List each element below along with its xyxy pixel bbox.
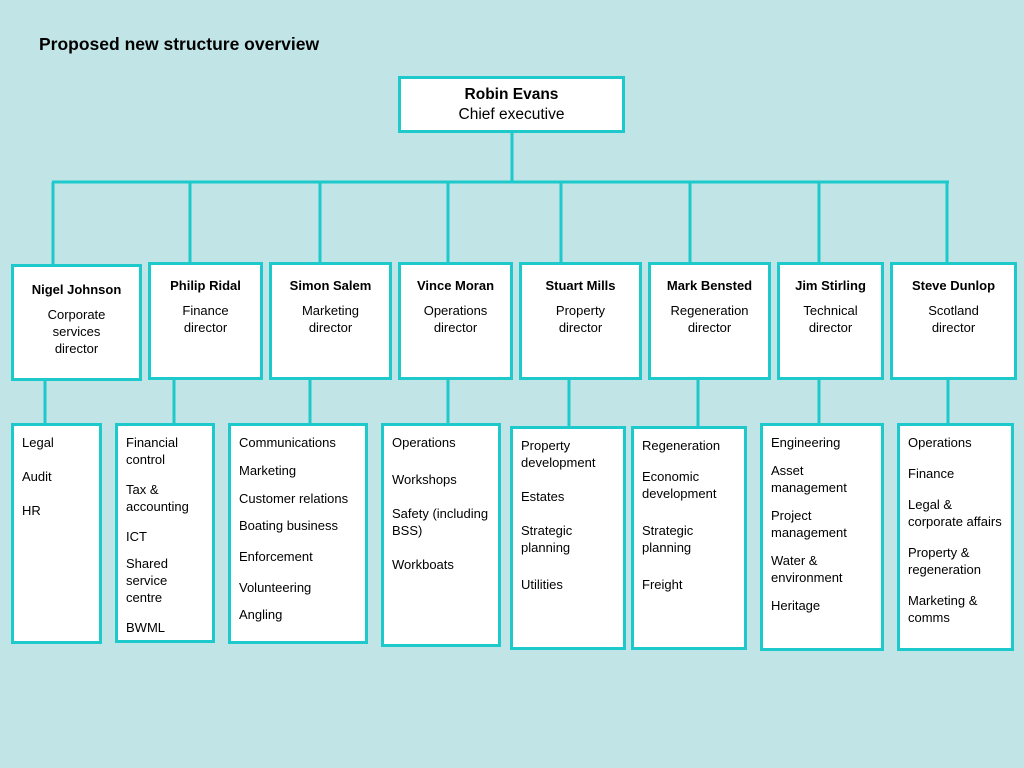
department-item: Utilities [521,577,563,592]
department-item: Strategic planning [642,523,694,555]
director-name: Stuart Mills [545,278,616,293]
department-item: Asset management [771,463,847,495]
department-item: Marketing [239,463,297,478]
director-role: Regeneration director [670,303,749,335]
director-box-3: Simon Salem Marketing director [269,262,392,380]
department-box-8: Operations Finance Legal & corporate aff… [897,423,1014,651]
department-item: Heritage [771,598,821,613]
department-item: Freight [642,577,683,592]
department-item: Customer relations [239,491,349,506]
director-name: Vince Moran [416,278,495,293]
director-role: Corporate services director [47,307,106,356]
page-title: Proposed new structure overview [39,34,320,54]
department-item: Communications [239,435,336,450]
department-item: Tax & accounting [126,482,189,514]
director-box-1: Nigel Johnson Corporate services directo… [11,264,142,381]
department-box-7: Engineering Asset management Project man… [760,423,884,651]
department-item: Finance [908,466,955,481]
director-name: Philip Ridal [170,278,241,293]
director-box-4: Vince Moran Operations director [398,262,513,380]
department-item: Volunteering [239,580,312,595]
department-item: Regeneration [642,438,721,453]
department-box-6: Regeneration Economic development Strate… [631,426,747,650]
department-item: Strategic planning [521,523,573,555]
department-item: Marketing & comms [908,593,978,625]
department-item: Estates [521,489,565,504]
department-item: Financial control [126,435,179,467]
department-item: Enforcement [239,549,313,564]
department-item: ICT [126,529,147,544]
department-item: Shared service centre [126,556,168,605]
department-item: Legal & corporate affairs [908,497,1002,529]
director-name: Simon Salem [289,278,372,293]
department-item: Audit [22,469,52,484]
director-box-6: Mark Bensted Regeneration director [648,262,771,380]
department-item: Boating business [239,518,339,533]
department-box-1: Legal Audit HR [11,423,102,644]
director-box-2: Philip Ridal Finance director [148,262,263,380]
department-item: Property development [521,438,596,470]
department-item: HR [22,503,41,518]
department-item: Operations [392,435,456,450]
department-item: BWML [126,620,165,635]
department-box-4: Operations Workshops Safety (including B… [381,423,501,647]
director-name: Mark Bensted [666,278,753,293]
director-role: Scotland director [928,303,979,335]
department-item: Property & regeneration [908,545,981,577]
ceo-role: Chief executive [458,106,565,123]
department-item: Angling [239,607,283,622]
ceo-name: Robin Evans [464,86,559,103]
department-item: Project management [771,508,847,540]
department-item: Workshops [392,472,457,487]
department-item: Legal [22,435,54,450]
director-role: Property director [555,303,606,335]
department-box-2: Financial control Tax & accounting ICT S… [115,423,215,643]
director-role: Marketing director [301,303,360,335]
department-item: Engineering [771,435,841,450]
director-box-7: Jim Stirling Technical director [777,262,884,380]
department-box-3: Communications Marketing Customer relati… [228,423,368,644]
department-item: Safety (including BSS) [392,506,489,538]
director-role: Technical director [803,303,858,335]
department-item: Workboats [392,557,454,572]
director-role: Finance director [182,303,229,335]
director-role: Operations director [423,303,488,335]
department-item: Operations [908,435,972,450]
department-box-5: Property development Estates Strategic p… [510,426,626,650]
director-box-5: Stuart Mills Property director [519,262,642,380]
ceo-box: Robin Evans Chief executive [398,76,625,133]
director-name: Jim Stirling [795,278,866,293]
director-name: Nigel Johnson [31,282,122,297]
director-name: Steve Dunlop [911,278,996,293]
department-item: Economic development [642,469,717,501]
department-item: Water & environment [771,553,843,585]
director-box-8: Steve Dunlop Scotland director [890,262,1017,380]
